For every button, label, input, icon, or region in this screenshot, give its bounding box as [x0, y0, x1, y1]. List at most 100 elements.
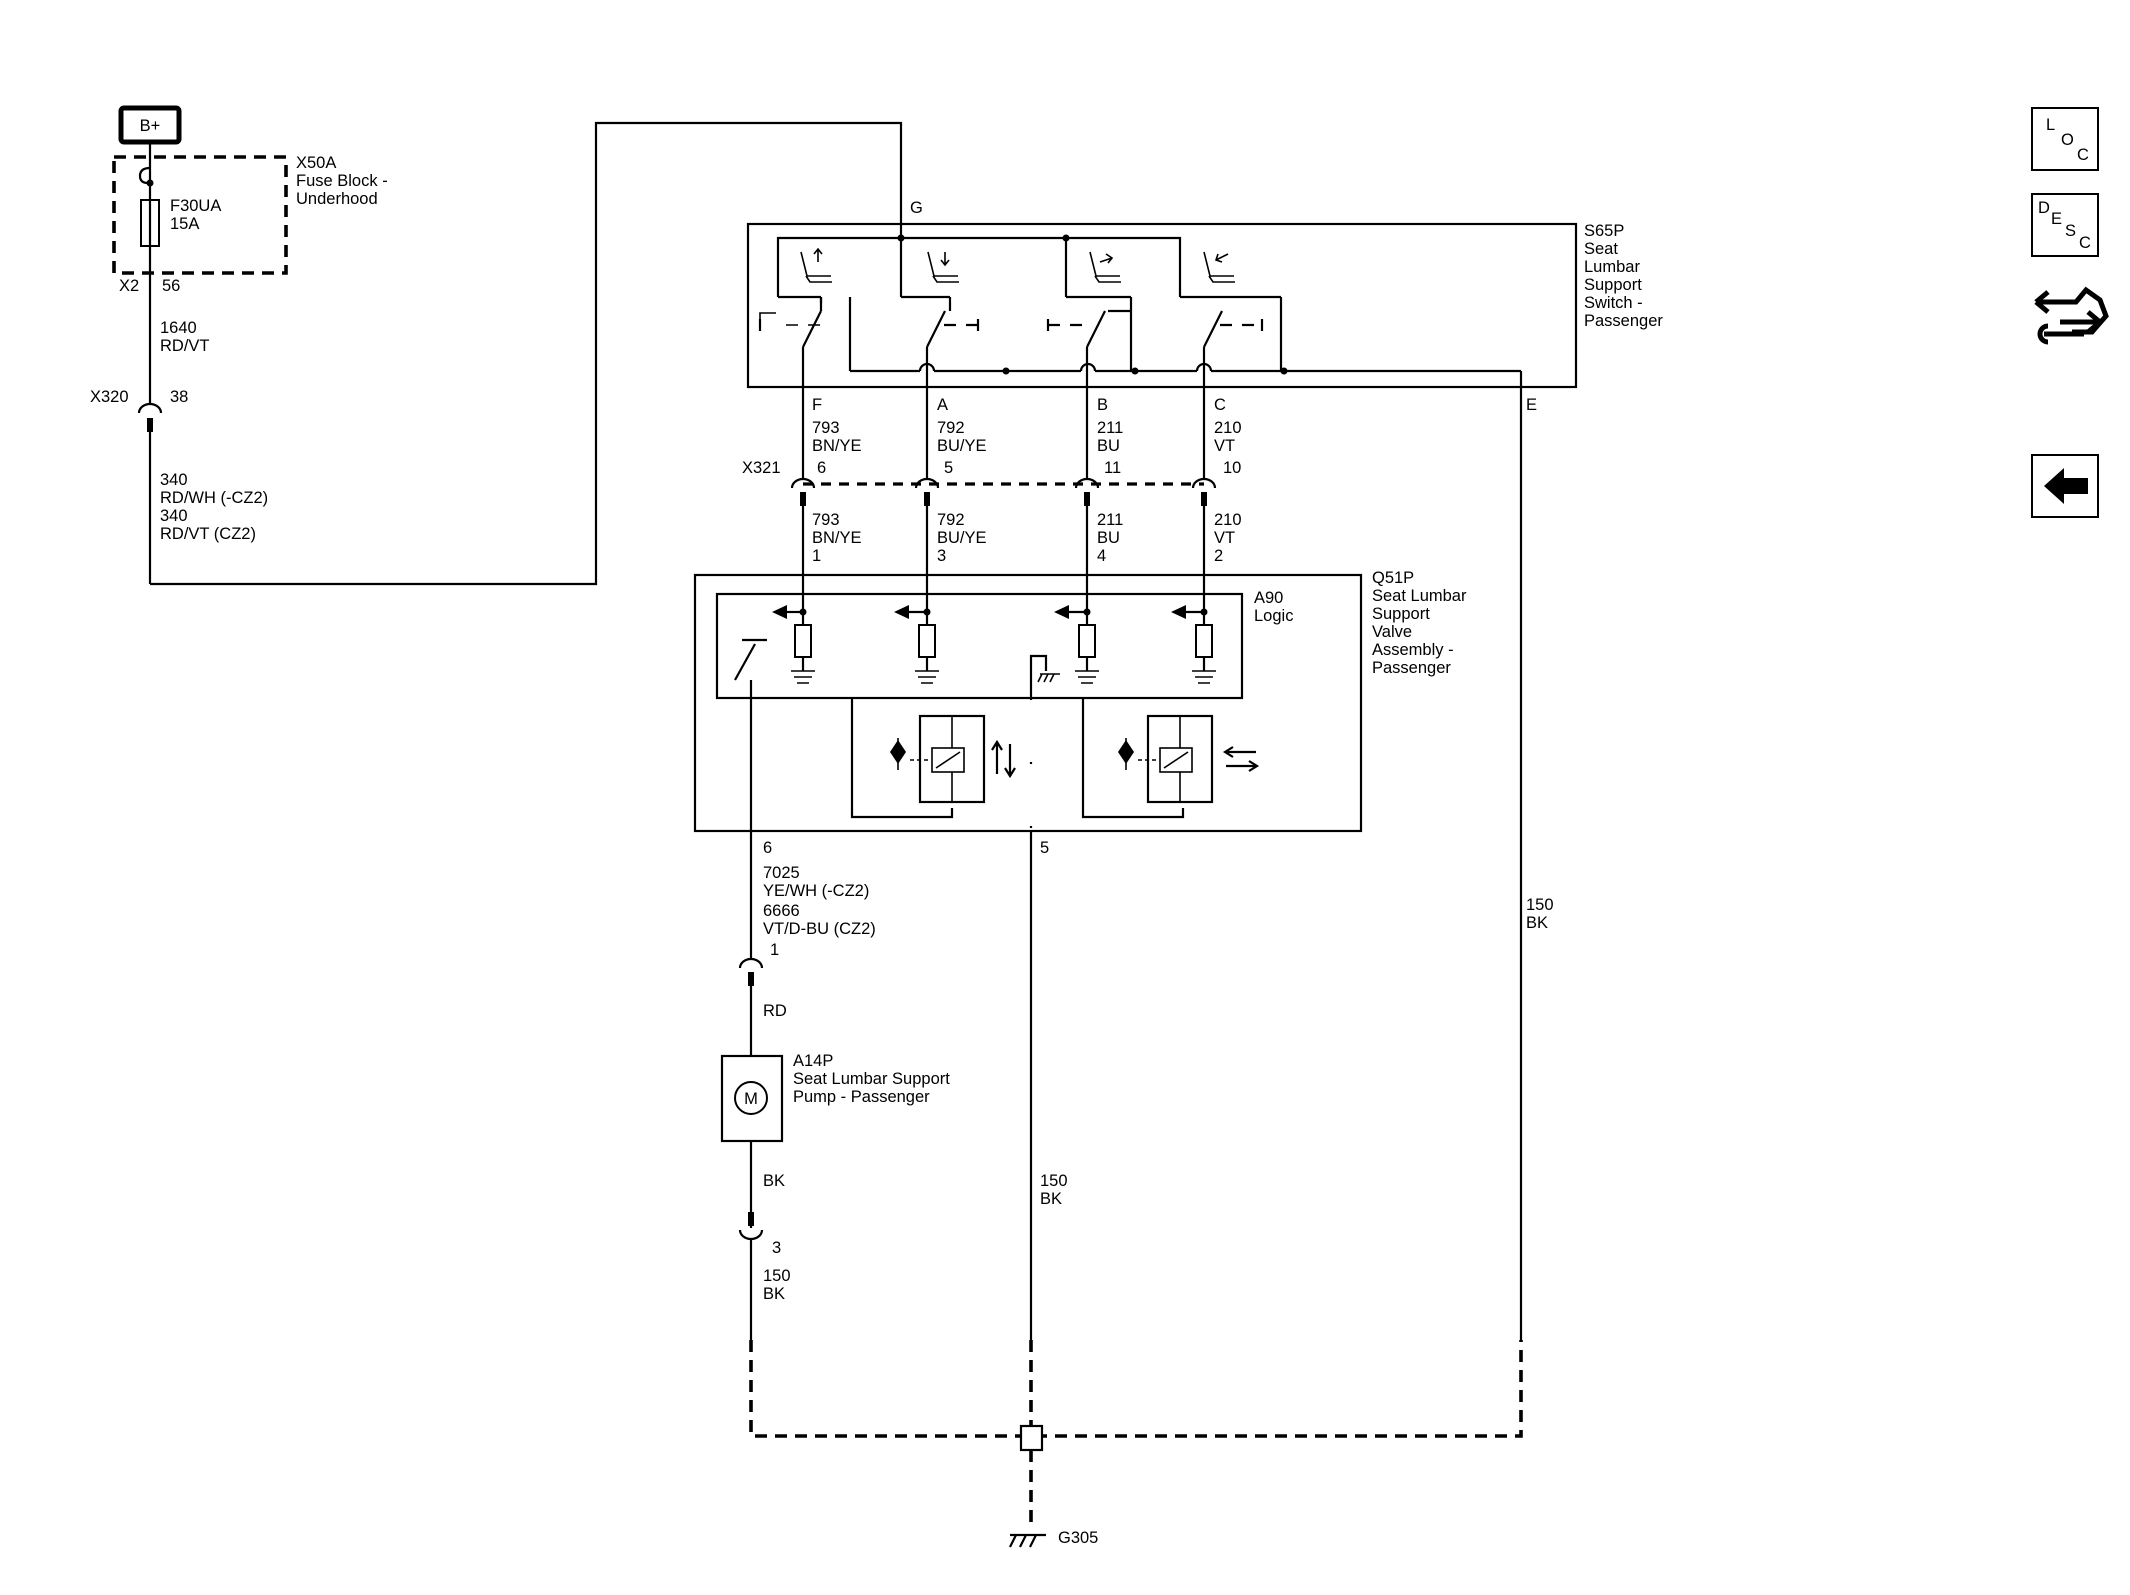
wire-340-line3: 340 — [160, 507, 188, 525]
x321-id: X321 — [742, 459, 781, 477]
x321-pin-6: 6 — [817, 459, 826, 477]
wire-793-lower-color: BN/YE — [812, 529, 862, 547]
wire-7025-line3: 6666 — [763, 902, 800, 920]
fuse-block-line2: Underhood — [296, 190, 378, 208]
fuse-connector-id: X2 — [119, 277, 139, 295]
switch-b-linkage — [1046, 319, 1082, 331]
back-arrow-icon — [2044, 468, 2088, 504]
ground-id: G305 — [1058, 1529, 1098, 1547]
switch-c-contact — [1203, 297, 1283, 371]
ground-g305: G305 — [749, 1340, 1523, 1548]
pump-connector-pin1: 1 — [770, 941, 779, 959]
wire-7025-line1: 7025 — [763, 864, 800, 882]
switch-c-linkage — [1220, 319, 1264, 331]
fuse-rating: 15A — [170, 215, 199, 233]
wire-210-circuit: 210 — [1214, 419, 1242, 437]
wire-1640-circuit: 1640 — [160, 319, 197, 337]
pump-gnd-color: BK — [763, 1285, 785, 1303]
seat-lumbar-down-icon — [927, 251, 959, 283]
wire-793-color: BN/YE — [812, 437, 862, 455]
wire-210-lower-color: VT — [1214, 529, 1235, 547]
switch-s65p: G S65P Seat Lumbar Support Switch - Pass… — [746, 199, 1663, 414]
loc-button[interactable]: L O C — [2031, 107, 2099, 171]
switch-line4: Switch - — [1584, 294, 1643, 312]
logic-output-switch-icon — [734, 638, 767, 698]
pump-id: A14P — [793, 1052, 833, 1070]
switch-line2: Lumbar — [1584, 258, 1640, 276]
valve-pin-gnd: 5 — [1040, 839, 1049, 857]
logic-label: Logic — [1254, 607, 1293, 625]
valve-pin-out: 6 — [763, 839, 772, 857]
valve-line1: Seat Lumbar — [1372, 587, 1467, 605]
desc-button[interactable]: D E S C — [2031, 193, 2099, 257]
wire-150-switch-circuit: 150 — [1526, 896, 1554, 914]
switch-line3: Support — [1584, 276, 1642, 294]
solenoid-valve-updown-icon — [890, 714, 1016, 804]
back-button[interactable] — [2031, 454, 2099, 518]
switch-f-linkage — [759, 312, 820, 326]
x320-pin: 38 — [170, 388, 188, 406]
valve-pin-3: 3 — [937, 547, 946, 565]
logic-ground-icon — [1029, 654, 1060, 698]
switch-pin-b: B — [1097, 396, 1108, 414]
valve-pin-1: 1 — [812, 547, 821, 565]
switch-line5: Passenger — [1584, 312, 1663, 330]
loc-letter-l: L — [2046, 116, 2055, 134]
switch-pin-e: E — [1526, 396, 1537, 414]
pump-connector-pin3: 3 — [772, 1239, 781, 1257]
chassis-ground-icon — [1009, 1533, 1046, 1548]
switch-id: S65P — [1584, 222, 1624, 240]
valve-pin-2: 2 — [1214, 547, 1223, 565]
wire-211-circuit: 211 — [1097, 419, 1123, 437]
logic-input-icons — [772, 605, 1216, 684]
wire-340-line1: 340 — [160, 471, 188, 489]
wire-793-lower-circuit: 793 — [812, 511, 840, 529]
connector-pump-pin3: 3 — [738, 1212, 781, 1257]
motor-label: M — [744, 1090, 758, 1108]
seat-lumbar-rearward-icon — [1203, 251, 1235, 283]
seat-lumbar-forward-icon — [1089, 251, 1121, 283]
switch-pin-g: G — [910, 199, 923, 217]
wire-7025-line2: YE/WH (-CZ2) — [763, 882, 869, 900]
wire-340-line2: RD/WH (-CZ2) — [160, 489, 268, 507]
pump-line1: Seat Lumbar Support — [793, 1070, 950, 1088]
x320-id: X320 — [90, 388, 129, 406]
connector-pump-pin1: 1 — [738, 941, 779, 986]
desc-letter-s: S — [2065, 222, 2076, 240]
pump-line2: Pump - Passenger — [793, 1088, 930, 1106]
valve-line2: Support — [1372, 605, 1430, 623]
connector-x320: X320 38 — [90, 388, 188, 432]
wire-211-color: BU — [1097, 437, 1120, 455]
switch-a-contact — [926, 297, 952, 348]
valve-assembly-q51p: Q51P Seat Lumbar Support Valve Assembly … — [693, 569, 1467, 857]
wire-1640-color: RD/VT — [160, 337, 210, 355]
valve-id: Q51P — [1372, 569, 1414, 587]
pump-gnd-circuit: 150 — [763, 1267, 791, 1285]
logic-id: A90 — [1254, 589, 1283, 607]
b-plus-label: B+ — [140, 117, 161, 135]
power-source-b-plus: B+ — [118, 105, 182, 145]
solenoid-valve-forwardback-icon — [1118, 714, 1260, 804]
seat-lumbar-up-icon — [800, 247, 832, 283]
pump-a14p: M A14P Seat Lumbar Support Pump - Passen… — [720, 1052, 950, 1143]
switch-pin-a: A — [937, 396, 948, 414]
x321-pin-10: 10 — [1223, 459, 1241, 477]
wire-feed-to-switch — [150, 121, 903, 586]
wire-792-color: BU/YE — [937, 437, 987, 455]
connector-repair-icon[interactable] — [2034, 286, 2109, 345]
pump-out-wire: BK — [763, 1172, 785, 1190]
fuse-block-line1: Fuse Block - — [296, 172, 388, 190]
desc-letter-e: E — [2051, 210, 2062, 228]
valve-line4: Assembly - — [1372, 641, 1454, 659]
switch-f-contact — [802, 297, 823, 348]
ground-splice-icon — [1019, 1424, 1044, 1452]
switch-line1: Seat — [1584, 240, 1618, 258]
fuse-clip-icon — [138, 166, 151, 185]
loc-letter-o: O — [2061, 131, 2074, 149]
wire-792-lower-circuit: 792 — [937, 511, 965, 529]
wire-793-circuit: 793 — [812, 419, 840, 437]
wire-211-lower-circuit: 211 — [1097, 511, 1123, 529]
valve-line5: Passenger — [1372, 659, 1451, 677]
wire-rd-label: RD — [763, 1002, 787, 1020]
